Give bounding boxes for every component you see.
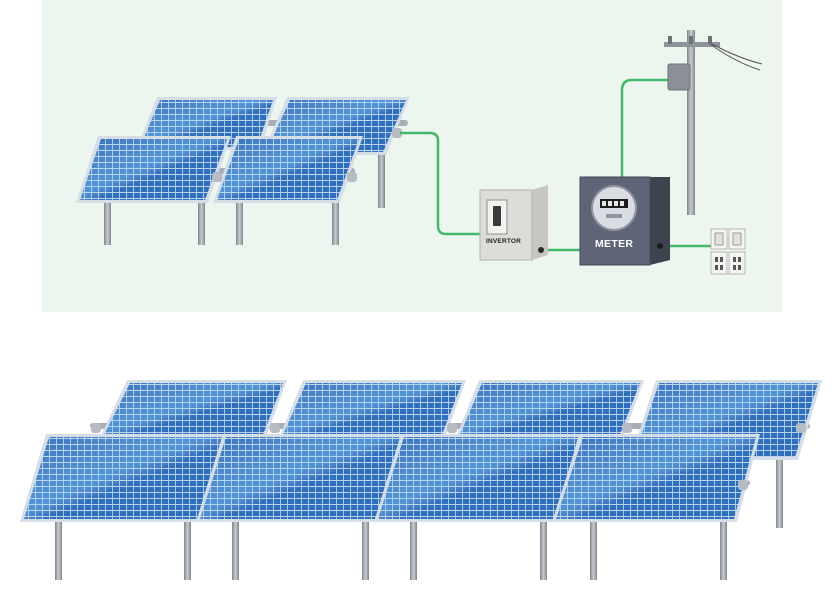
array-leg [720,500,727,580]
solar-panel-icon [99,380,287,440]
power-line [711,43,763,65]
array-leg [590,520,597,580]
power-line [709,43,761,71]
power-outlet-icon [710,228,746,275]
panel-bracket [392,128,402,138]
array-leg [104,190,111,245]
inverter-box-icon: INVERTOR [479,185,548,261]
array-leg [232,520,239,580]
panel-bracket [347,172,357,182]
solar-panel-icon [552,434,760,522]
meter-label: METER [595,238,633,250]
panel-bracket [212,172,222,182]
solar-panel-icon [76,136,231,203]
inverter-port [538,247,544,253]
array-leg [776,460,783,528]
array-leg [184,515,191,580]
array-leg [362,515,369,580]
array-leg [55,520,62,580]
panel-bracket [796,423,806,433]
array-leg [236,195,243,245]
solar-panel-icon [196,434,404,522]
wire-panel-to-inverter [400,131,482,236]
inverter-label: INVERTOR [486,238,521,245]
wire-meter-to-pole [620,78,672,180]
bottom-solar-field [20,380,822,580]
solar-panel-icon [20,434,226,522]
array-leg [198,185,205,245]
electric-meter-icon: METER [579,176,670,266]
solar-panel-icon [278,380,466,440]
array-leg [332,180,339,245]
solar-panel-icon [455,380,644,440]
panel-bracket [270,423,280,433]
panel-bracket [447,423,457,433]
solar-panel-icon [136,97,277,150]
solar-panel-icon [213,136,363,203]
panel-bracket [622,423,632,433]
panel-bracket [91,423,101,433]
solar-panel-icon [374,434,582,522]
inverter-switch-handle [493,206,501,226]
meter-port [657,243,663,249]
array-leg [410,520,417,580]
array-leg [540,515,547,580]
panel-bracket [738,480,748,490]
top-solar-array [76,97,410,245]
transformer [667,63,691,91]
array-leg [378,150,385,208]
utility-pole-icon [664,30,763,215]
